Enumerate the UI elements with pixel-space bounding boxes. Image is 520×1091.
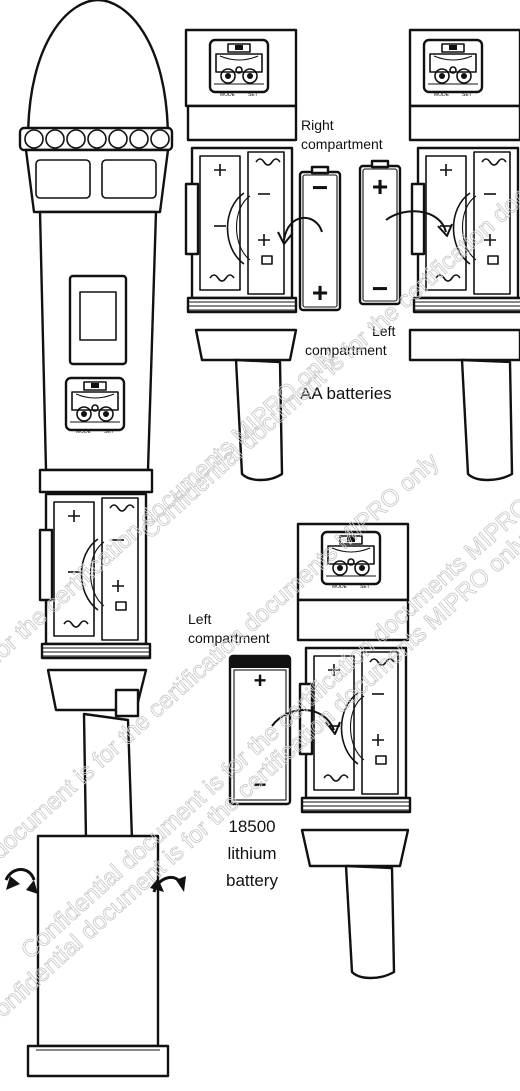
mic-mode-label: MODE — [76, 429, 92, 435]
aa-unit-right: MODE SET — [408, 28, 520, 482]
mic-grille — [26, 0, 170, 142]
lithium-unit: MODE SET — [296, 522, 412, 980]
rotate-left-icon — [4, 868, 38, 894]
lithium-label-line2: lithium — [227, 844, 276, 863]
aa-battery-2: + − — [358, 159, 402, 306]
aa-left-mode-label: MODE — [220, 92, 236, 98]
right-compartment-label-line2: compartment — [301, 136, 383, 152]
lithium-set-label: SET — [360, 584, 370, 590]
aa-battery-1-plus: + — [312, 277, 328, 308]
aa-left-set-label: SET — [248, 92, 258, 98]
rotate-right-icon — [150, 876, 186, 893]
left-compartment-top-label-line2: compartment — [305, 342, 387, 358]
mic-display — [68, 274, 128, 366]
aa-unit-left: MODE SET — [184, 28, 298, 482]
aa-battery-1-minus: − — [312, 172, 328, 203]
left-compartment-bottom-label-line2: compartment — [188, 630, 270, 646]
left-compartment-top-label-line1: Left — [372, 323, 395, 339]
aa-right-mode-label: MODE — [434, 92, 450, 98]
aa-battery-2-plus: + — [372, 171, 388, 202]
insert-arrow-lithium-icon — [271, 709, 341, 735]
aa-battery-1: − + — [298, 165, 342, 312]
mic-control-module — [64, 376, 126, 432]
aa-battery-2-minus: − — [372, 273, 388, 304]
lithium-label-line3: battery — [226, 871, 278, 890]
lithium-battery-minus: − — [254, 772, 267, 797]
insert-arrow-right-icon — [385, 210, 453, 237]
lithium-label-line1: 18500 — [228, 817, 275, 836]
lithium-battery: + − — [228, 654, 292, 806]
lithium-battery-plus: + — [254, 668, 267, 693]
left-compartment-bottom-label-line1: Left — [188, 611, 211, 627]
right-compartment-label-line1: Right — [301, 117, 334, 133]
aa-batteries-label: AA batteries — [300, 384, 392, 403]
mic-set-label: SET — [104, 429, 114, 435]
mic-ring-beads — [24, 129, 170, 149]
battery-cover — [26, 834, 170, 1078]
insert-arrow-left-icon — [277, 216, 323, 245]
aa-right-set-label: SET — [462, 92, 472, 98]
lithium-mode-label: MODE — [332, 584, 348, 590]
